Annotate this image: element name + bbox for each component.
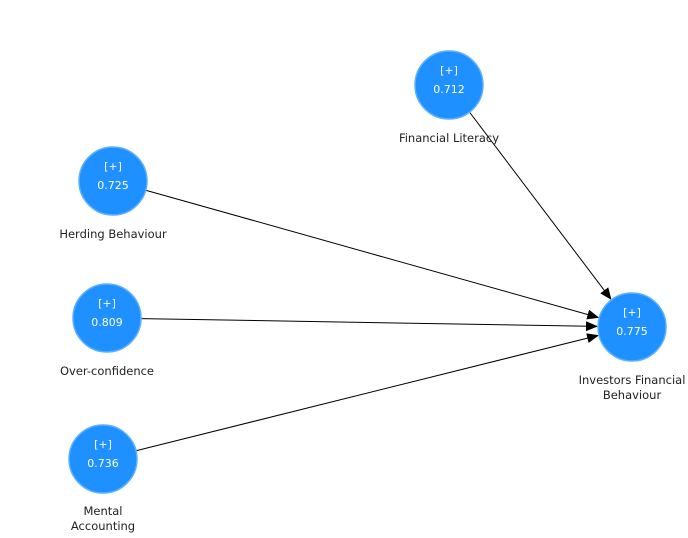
node-label: Herding Behaviour [59,227,167,241]
node-circle-herding-behaviour[interactable] [78,146,148,216]
node-expand-toggle[interactable]: [+] [623,306,641,319]
node-expand-toggle[interactable]: [+] [440,64,458,77]
path-arrow-herding-behaviour-to-investors-financial-behaviour[interactable] [145,189,600,320]
node-expand-toggle[interactable]: [+] [98,297,116,310]
node-expand-toggle[interactable]: [+] [94,438,112,451]
node-circle-mental-accounting[interactable] [68,424,138,494]
path-arrow-financial-literacy-to-investors-financial-behaviour[interactable] [469,111,612,300]
path-arrow-mental-accounting-to-investors-financial-behaviour[interactable] [135,333,600,452]
node-circle-investors-financial-behaviour[interactable] [597,292,667,362]
node-circle-over-confidence[interactable] [72,283,142,353]
node-r-squared-value: 0.725 [97,179,129,192]
path-arrow-over-confidence-to-investors-financial-behaviour[interactable] [140,318,599,332]
node-label: Accounting [71,519,135,533]
edges-layer [135,111,612,452]
node-expand-toggle[interactable]: [+] [104,160,122,173]
node-label: Investors Financial [579,373,686,387]
node-r-squared-value: 0.809 [91,316,123,329]
node-label: Mental [83,504,122,518]
node-r-squared-value: 0.736 [87,457,119,470]
node-circle-financial-literacy[interactable] [414,50,484,120]
node-label: Over-confidence [60,364,154,378]
node-label: Financial Literacy [399,131,499,145]
node-label: Behaviour [603,388,662,402]
node-r-squared-value: 0.775 [616,325,648,338]
node-r-squared-value: 0.712 [433,83,465,96]
